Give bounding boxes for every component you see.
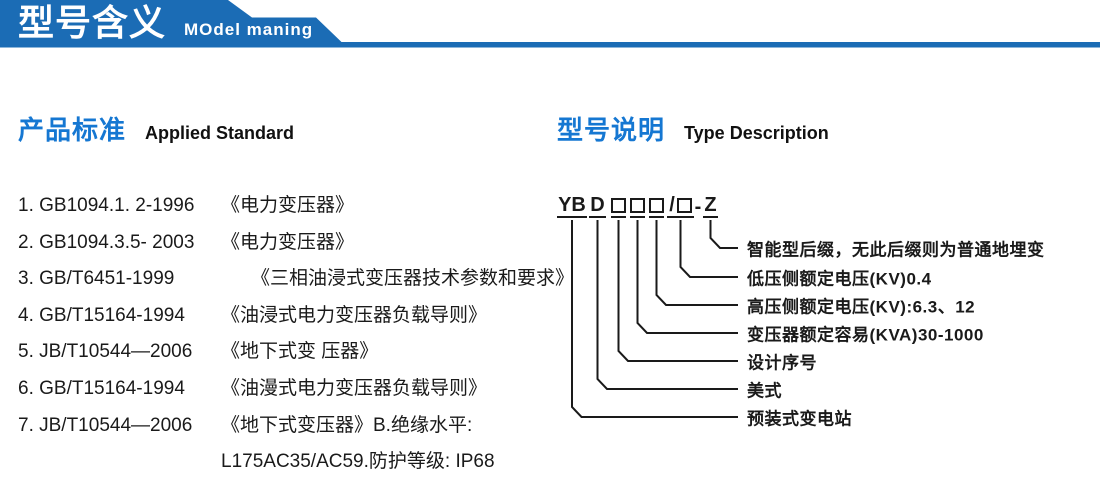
type-description-heading-en: Type Description (684, 123, 829, 143)
standard-code: 4. GB/T15164-1994 (18, 304, 185, 326)
code-segment-digit-box (649, 192, 664, 218)
standard-code: 7. JB/T10544—2006 (18, 414, 193, 436)
code-segment-prefix: YB (557, 194, 587, 218)
code-segment-suffix: Z (703, 194, 718, 218)
standard-item: 6. GB/T15164-1994 《油漫式电力变压器负载导则》 (18, 371, 548, 408)
standard-item: 1. GB1094.1. 2-1996 《电力变压器》 (18, 188, 548, 225)
standard-title: 《电力变压器》 (221, 231, 355, 253)
standard-item-continuation: L175AC35/AC59.防护等级: IP68 (18, 444, 548, 481)
code-segment-type: D (589, 194, 606, 218)
applied-standard-heading-cn: 产品标准 (18, 115, 127, 145)
legend-label-suffix: 智能型后缀，无此后缀则为普通地埋变 (747, 240, 1045, 260)
legend-label-prefab-substation: 预装式变电站 (747, 409, 852, 429)
digit-box-icon (611, 198, 626, 213)
legend-label-design-serial: 设计序号 (747, 353, 817, 373)
legend-label-lv-voltage: 低压侧额定电压(KV)0.4 (747, 269, 932, 289)
header-banner-shape (0, 0, 1100, 48)
standard-item: 7. JB/T10544—2006 《地下式变压器》B.绝缘水平: (18, 408, 548, 445)
page-header: 型号含义 MOdel maning (0, 0, 1100, 48)
type-description-heading-cn: 型号说明 (557, 115, 666, 145)
standard-code: 3. GB/T6451-1999 (18, 268, 175, 290)
digit-box-icon (630, 198, 645, 213)
standard-code: 5. JB/T10544—2006 (18, 341, 193, 363)
standard-continuation-text: L175AC35/AC59.防护等级: IP68 (221, 451, 495, 473)
code-segment-digit-box (630, 192, 645, 218)
legend-label-american-style: 美式 (747, 381, 782, 401)
code-hyphen: - (694, 196, 702, 218)
standard-title: 《电力变压器》 (221, 195, 355, 216)
standard-title: 《油漫式电力变压器负载导则》 (221, 377, 488, 399)
standard-item: 4. GB/T15164-1994 《油浸式电力变压器负载导则》 (18, 298, 548, 335)
standard-code: 2. GB1094.3.5- 2003 (18, 231, 195, 253)
legend-label-capacity: 变压器额定容易(KVA)30-1000 (747, 325, 984, 345)
applied-standard-heading: 产品标准 Applied Standard (18, 110, 294, 147)
code-slash: / (669, 194, 675, 216)
standards-list: 1. GB1094.1. 2-1996 《电力变压器》 2. GB1094.3.… (18, 188, 574, 481)
standard-item: 5. JB/T10544—2006 《地下式变 压器》 (18, 334, 548, 371)
standard-title: 《油浸式电力变压器负载导则》 (221, 304, 488, 326)
applied-standard-heading-en: Applied Standard (145, 123, 295, 143)
type-description-heading: 型号说明 Type Description (557, 110, 829, 147)
standard-item: 2. GB1094.3.5- 2003 《电力变压器》 (18, 225, 548, 262)
standard-title: 《三相油浸式变压器技术参数和要求》 (251, 268, 575, 290)
page-subtitle: MOdel maning (184, 20, 314, 39)
digit-box-icon (649, 198, 664, 213)
page-title: 型号含义 (18, 2, 167, 43)
standard-code: 6. GB/T15164-1994 (18, 377, 185, 399)
legend-label-hv-voltage: 高压侧额定电压(KV):6.3、12 (747, 297, 976, 317)
code-segment-voltage-box: / (667, 192, 694, 218)
standard-item: 3. GB/T6451-1999 《三相油浸式变压器技术参数和要求》 (18, 261, 574, 298)
standard-code: 1. GB1094.1. 2-1996 (18, 195, 195, 216)
digit-box-icon (676, 198, 692, 213)
code-segment-digit-box (611, 192, 626, 218)
standard-title: 《地下式变 压器》 (221, 341, 379, 363)
standard-title: 《地下式变压器》B.绝缘水平: (221, 414, 473, 436)
